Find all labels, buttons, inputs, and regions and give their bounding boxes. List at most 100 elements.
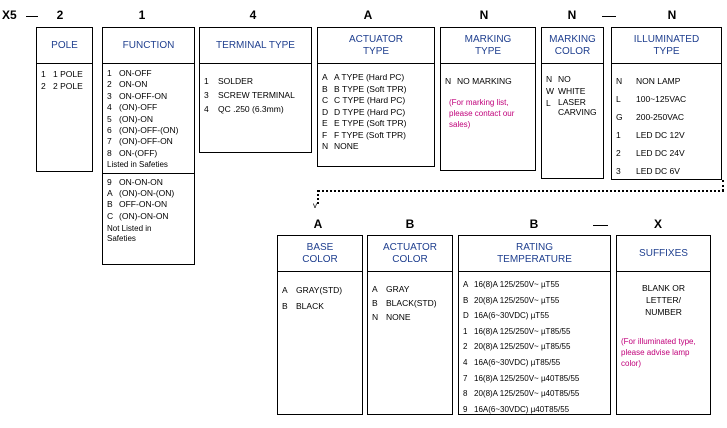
pole-code: 2 — [56, 8, 64, 22]
dash — [593, 225, 608, 226]
suffixes-body: BLANK OR LETTER/ NUMBER (For illuminated… — [617, 272, 710, 373]
divider — [103, 172, 194, 174]
arrow-down-icon: v — [313, 201, 317, 210]
suffixes-box: SUFFIXES BLANK OR LETTER/ NUMBER (For il… — [616, 235, 711, 415]
list-item: 5(ON)-ON — [107, 113, 153, 124]
list-item: 6(ON)-OFF-(ON) — [107, 125, 179, 136]
list-item: 4(ON)-OFF — [107, 102, 158, 113]
marking-color-title: MARKING COLOR — [542, 28, 603, 64]
base-color-code: A — [313, 217, 323, 231]
connector-dotted-horizontal — [318, 190, 724, 192]
not-listed-label: Not Listed in Safeties — [107, 224, 152, 244]
illuminated-code: N — [667, 8, 677, 22]
marking-color-code: N — [567, 8, 577, 22]
actuator-color-title: ACTUATOR COLOR — [368, 236, 452, 272]
marking-type-code: N — [479, 8, 489, 22]
suffixes-code: X — [653, 217, 662, 231]
prefix-code: X5 — [2, 8, 17, 22]
suffixes-note: (For illuminated type, please advise lam… — [621, 337, 696, 368]
suffixes-text: BLANK OR LETTER/ NUMBER — [642, 283, 685, 317]
rating-code: B — [529, 217, 539, 231]
listed-label: Listed in Safeties — [107, 160, 168, 170]
illuminated-title: ILLUMINATED TYPE — [612, 28, 721, 64]
list-item: 7(ON)-OFF-ON — [107, 136, 173, 147]
function-code: 1 — [138, 8, 146, 22]
dash — [26, 16, 38, 17]
marking-type-title: MARKING TYPE — [441, 28, 535, 64]
rating-title: RATING TEMPERATURE — [459, 236, 610, 272]
actuator-color-code: B — [405, 217, 415, 231]
connector-dotted-down — [317, 190, 319, 204]
terminal-title: TERMINAL TYPE — [200, 28, 311, 64]
actuator-type-title: ACTUATOR TYPE — [318, 28, 434, 64]
function-title: FUNCTION — [103, 28, 194, 64]
suffixes-title: SUFFIXES — [617, 236, 710, 272]
terminal-code: 4 — [249, 8, 257, 22]
connector-dotted-vertical — [722, 180, 724, 191]
base-color-title: BASE COLOR — [278, 236, 362, 272]
pole-title: POLE — [37, 28, 92, 64]
dash — [602, 16, 616, 17]
list-item: A(ON)-ON-(ON) — [107, 188, 175, 199]
actuator-type-code: A — [363, 8, 373, 22]
